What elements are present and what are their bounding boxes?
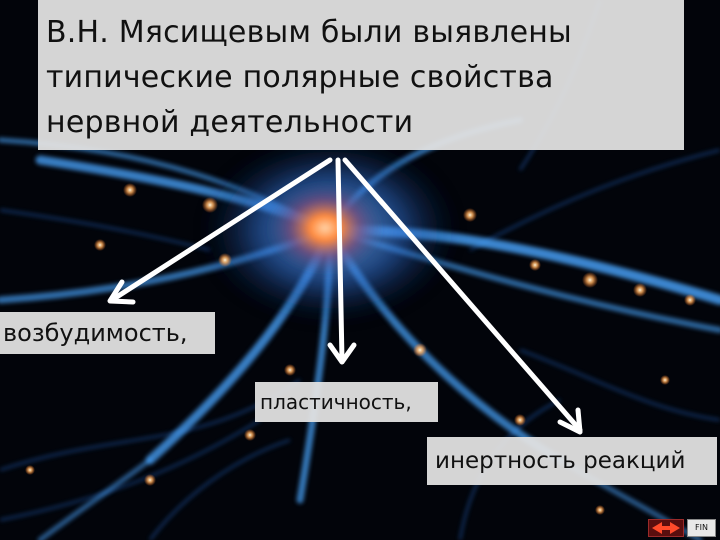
item-plasticity: пластичность,: [255, 382, 438, 422]
slide-navigation: FIN: [648, 519, 716, 537]
title-line-3: нервной деятельности: [46, 105, 414, 140]
double-arrow-icon: [652, 522, 680, 534]
item-excitability: возбудимость,: [0, 312, 215, 354]
title-box: В.Н. Мясищевым были выявлены типические …: [38, 0, 684, 150]
nav-back-button[interactable]: [648, 519, 684, 537]
title-line-2: типические полярные свойства: [46, 60, 554, 95]
fin-button[interactable]: FIN: [687, 519, 716, 537]
item-inertia: инертность реакций: [427, 437, 717, 485]
title-line-1: В.Н. Мясищевым были выявлены: [46, 15, 572, 50]
